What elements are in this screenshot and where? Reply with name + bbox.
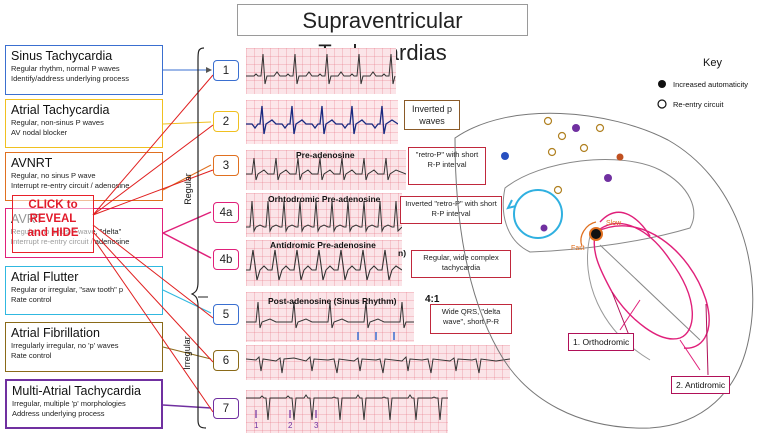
label-slow: Slow <box>606 220 622 227</box>
condition-name: Sinus Tachycardia <box>11 49 113 63</box>
callout-inverted-retro-p: Inverted "retro-P" with short R-P interv… <box>400 196 502 224</box>
strip-number-3: 3 <box>213 155 239 176</box>
strip-number-4b: 4b <box>213 249 239 270</box>
key-automaticity: Increased automaticity <box>673 80 749 89</box>
strip-label-post-adenosine: Post-adenosine (Sinus Rhythm) <box>268 296 397 306</box>
condition-atrial-tachycardia: Atrial Tachycardia Regular, non-sinus P … <box>5 99 163 148</box>
condition-detail: Rate control <box>11 351 52 360</box>
reentry-icon <box>657 99 667 109</box>
condition-name: Multi-Atrial Tachycardia <box>12 384 141 398</box>
strip-number-7: 7 <box>213 398 239 419</box>
reveal-line: REVEAL <box>29 213 77 225</box>
condition-detail: Regular rhythm, normal P waves <box>11 64 120 73</box>
label-orthodromic: 1. Orthodromic <box>568 333 635 351</box>
label-fast: Fast <box>571 245 585 252</box>
automaticity-icon <box>658 80 666 88</box>
ecg-strip-7: 1 2 3 <box>246 390 448 433</box>
ecg-strip-1 <box>246 48 396 94</box>
condition-detail: Regular, no sinus P wave <box>11 171 96 180</box>
condition-detail: Interrupt re-entry circuit / adenosine <box>11 181 130 190</box>
condition-detail: Address underlying process <box>12 409 105 418</box>
strip-number-2: 2 <box>213 111 239 132</box>
ecg-strip-4a <box>246 193 402 237</box>
strip-number-6: 6 <box>213 350 239 371</box>
callout-wide-qrs: Wide QRS, "delta wave", short P-R <box>430 304 512 334</box>
ecg-trace <box>246 249 402 281</box>
ecg-strip-2 <box>246 100 398 144</box>
condition-detail: Irregularly irregular, no 'p' waves <box>11 341 119 350</box>
condition-name: AVNRT <box>11 156 53 170</box>
ecg-strip-4b <box>246 240 402 286</box>
strip-number-1: 1 <box>213 60 239 81</box>
callout-retro-p: "retro-P" with short R-P interval <box>408 147 486 185</box>
strip-label-tail: n) <box>398 248 407 258</box>
callout-wide-complex: Regular, wide complex tachycardia <box>411 250 511 278</box>
mat-mark-3: 3 <box>314 421 319 430</box>
ecg-trace <box>246 394 448 421</box>
condition-detail: Regular or irregular, "saw tooth" p <box>11 285 124 294</box>
condition-atrial-flutter: Atrial Flutter Regular or irregular, "sa… <box>5 266 163 315</box>
condition-detail: Irregular, multiple 'p' morphologies <box>12 399 126 408</box>
ecg-strip-6 <box>246 345 510 380</box>
ecg-strip-5 <box>246 292 414 342</box>
strip-label-ratio: 4:1 <box>425 294 440 305</box>
ecg-trace <box>246 301 414 329</box>
condition-atrial-fibrillation: Atrial Fibrillation Irregularly irregula… <box>5 322 163 372</box>
key-title: Key <box>703 57 722 69</box>
condition-detail: Rate control <box>11 295 52 304</box>
condition-name: Atrial Flutter <box>11 270 79 284</box>
condition-detail: Regular, non-sinus P waves <box>11 118 104 127</box>
condition-detail: AV nodal blocker <box>11 128 68 137</box>
ecg-strip-3 <box>246 150 406 190</box>
mat-mark-2: 2 <box>288 421 293 430</box>
ecg-trace <box>246 105 398 135</box>
mat-mark-1: 1 <box>254 421 259 430</box>
callout-inverted-p: Inverted p waves <box>404 100 460 130</box>
condition-name: Atrial Tachycardia <box>11 103 110 117</box>
condition-multi-atrial-tachycardia: Multi-Atrial Tachycardia Irregular, mult… <box>5 379 163 429</box>
condition-sinus-tachycardia: Sinus Tachycardia Regular rhythm, normal… <box>5 45 163 95</box>
strip-label-antidromic: Antidromic Pre-adenosine <box>270 240 376 250</box>
reveal-line: and HIDE <box>27 227 79 239</box>
strip-number-5: 5 <box>213 304 239 325</box>
key-reentry: Re-entry circuit <box>673 100 724 109</box>
ecg-trace <box>246 53 396 85</box>
condition-detail: Identify/address underlying process <box>11 74 129 83</box>
strip-label-pre-adenosine: Pre-adenosine <box>296 150 355 160</box>
reveal-line: CLICK to <box>28 199 78 211</box>
ecg-trace <box>246 157 406 181</box>
strip-number-4a: 4a <box>213 202 239 223</box>
reveal-toggle-button[interactable]: CLICK to REVEAL and HIDE <box>12 195 94 253</box>
condition-name: Atrial Fibrillation <box>11 326 100 340</box>
ecg-trace <box>246 200 402 233</box>
ecg-trace <box>246 355 510 374</box>
strip-label-orthodromic: Orhtodromic Pre-adenosine <box>268 194 381 204</box>
label-antidromic: 2. Antidromic <box>671 376 731 394</box>
